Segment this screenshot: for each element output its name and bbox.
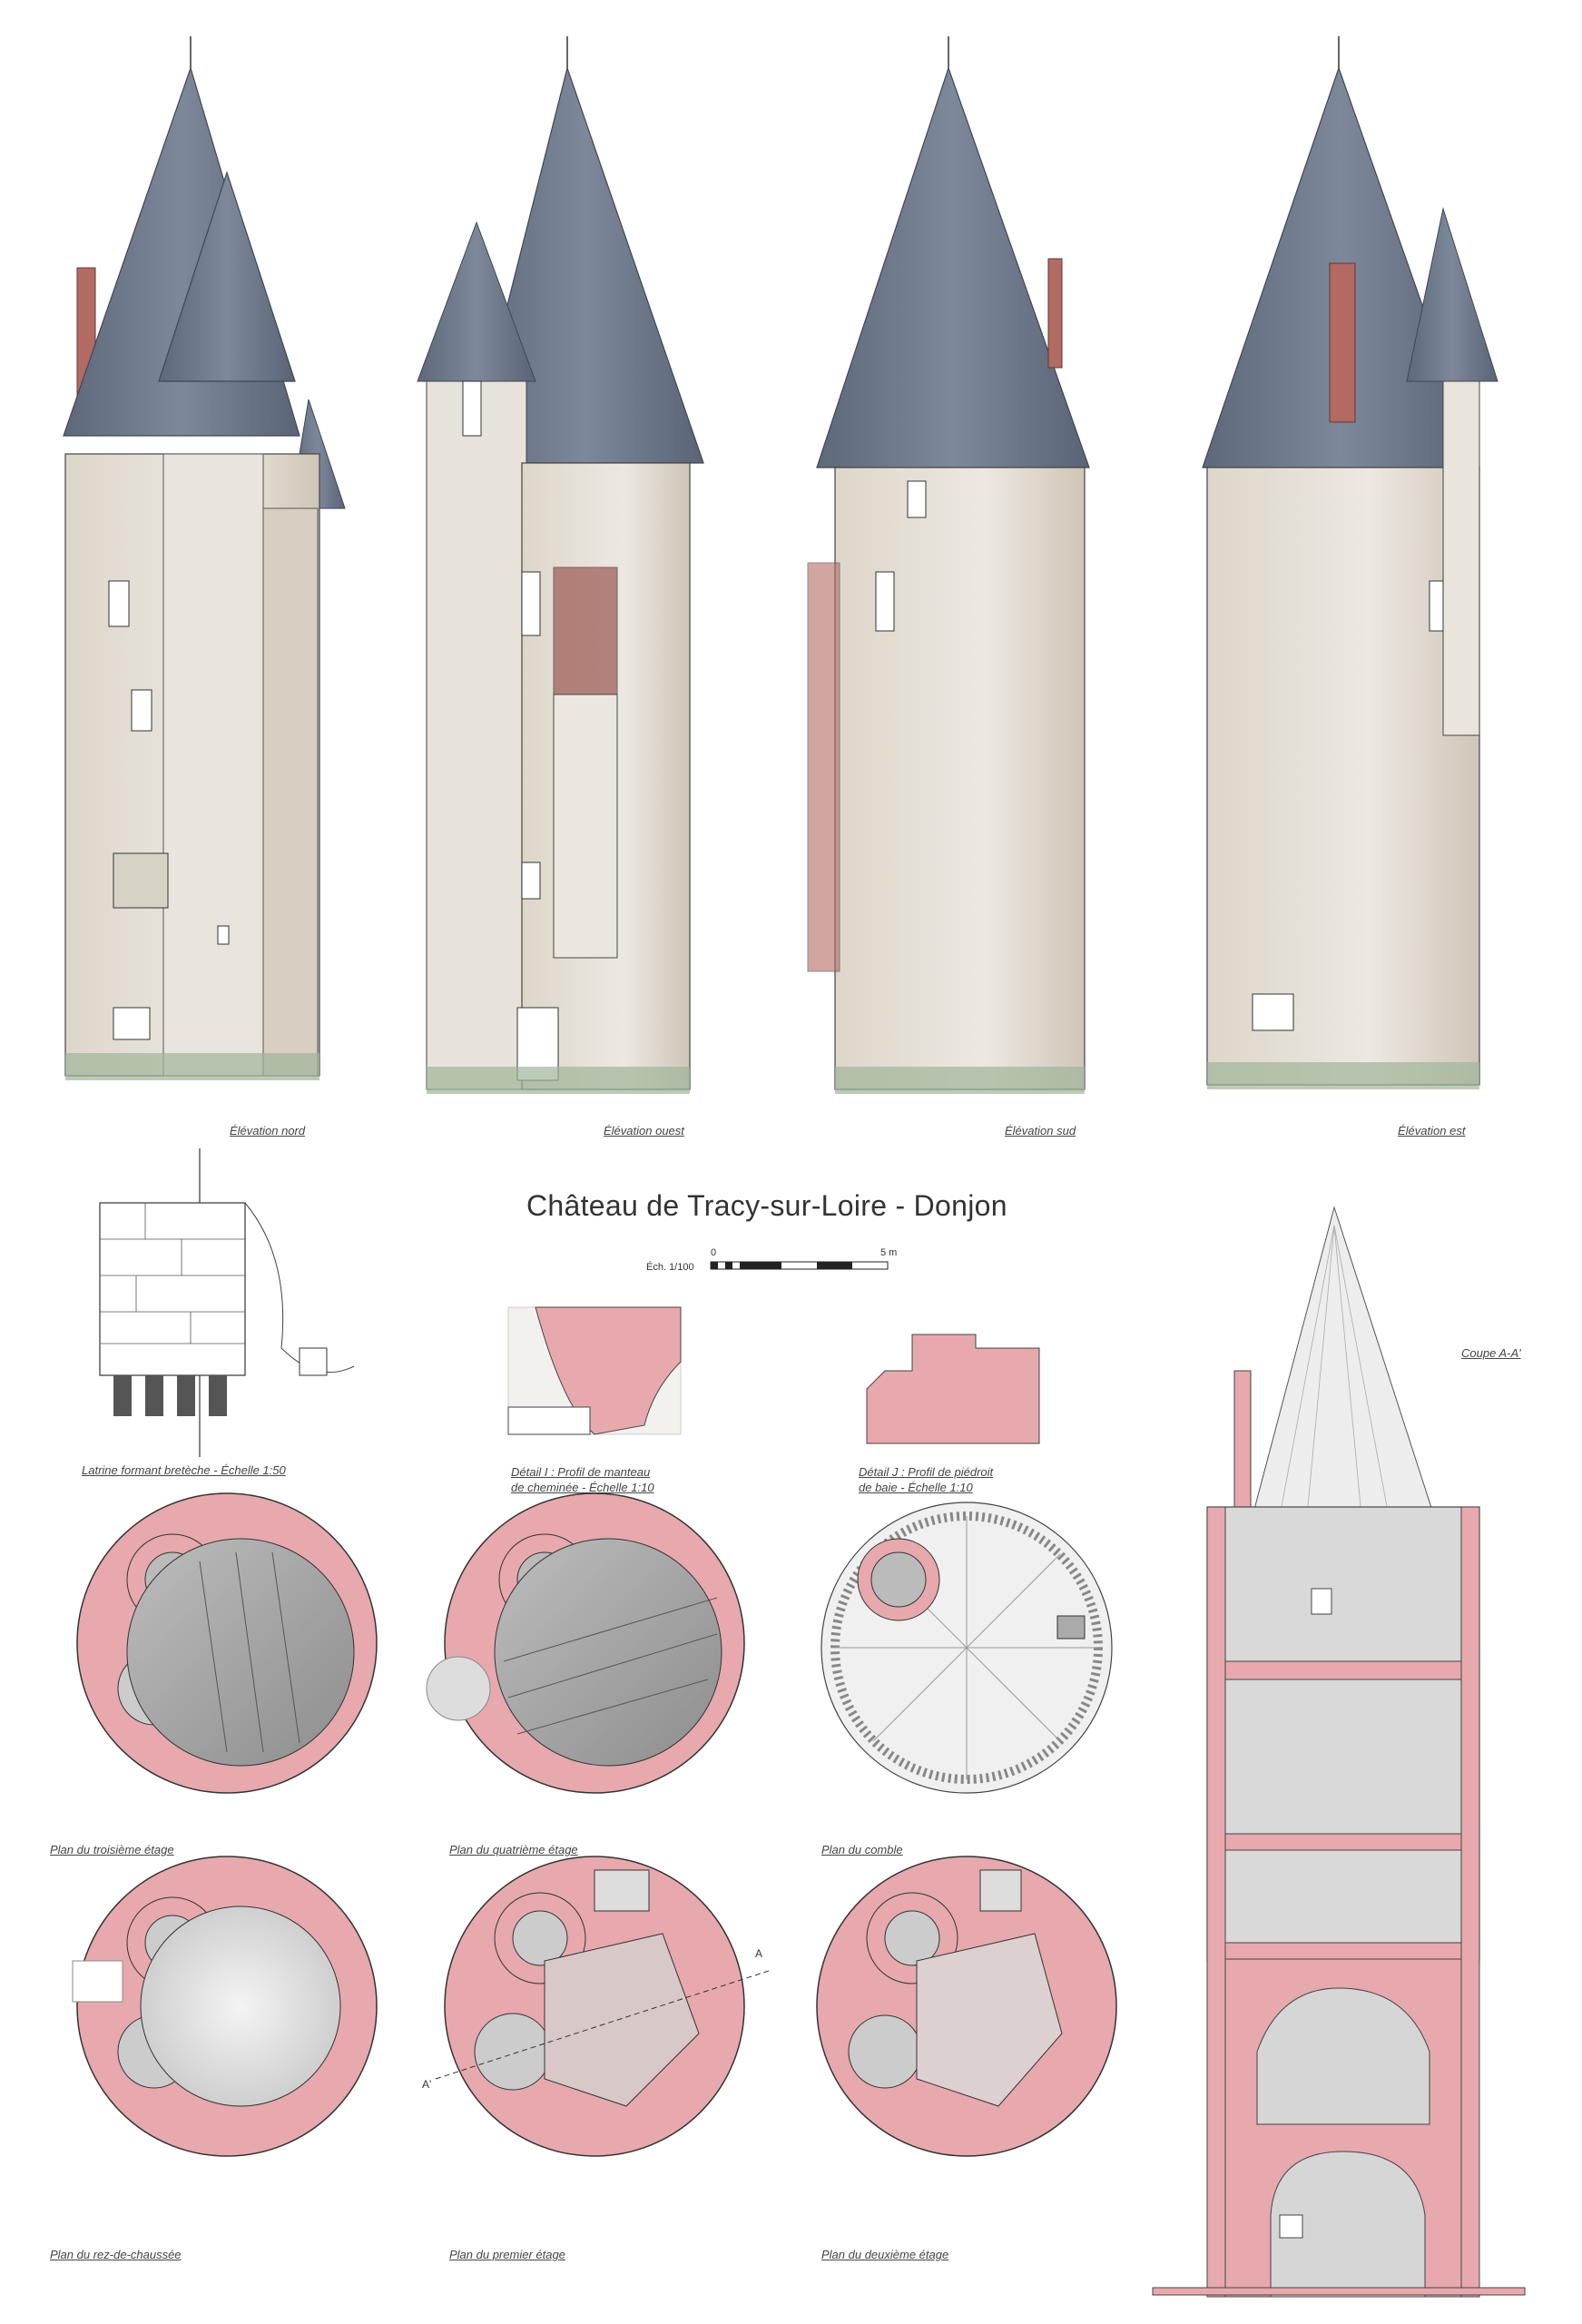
scale-end: 5 m xyxy=(880,1247,898,1258)
plan-quatrieme-etage xyxy=(426,1492,745,1794)
detail-i-profile xyxy=(507,1306,682,1435)
caption-detail-i-line1: Détail I : Profil de manteau xyxy=(511,1465,651,1479)
scale-ratio: Éch. 1/100 xyxy=(646,1262,694,1273)
caption-elevation-sud: Élévation sud xyxy=(1005,1124,1076,1137)
tower-west xyxy=(417,36,704,1094)
section-a-a-drawing xyxy=(1152,1206,1526,2298)
tower-south xyxy=(807,36,1090,1094)
caption-plan-premier: Plan du premier étage xyxy=(449,2248,565,2261)
caption-detail-j-line1: Détail J : Profil de piédroit xyxy=(859,1465,994,1479)
plan-comble xyxy=(820,1502,1113,1794)
tower-north xyxy=(63,36,346,1080)
plan-rez-de-chaussee xyxy=(72,1856,378,2157)
caption-detail-j: Détail J : Profil de piédroit de baie - … xyxy=(859,1464,993,1495)
latrine-detail-drawing xyxy=(99,1148,355,1457)
caption-plan-deuxieme: Plan du deuxième étage xyxy=(821,2248,949,2261)
caption-elevation-est: Élévation est xyxy=(1398,1124,1466,1137)
section-marker-a-prime: A' xyxy=(422,2078,431,2091)
scale-bar-graphic xyxy=(710,1261,889,1270)
caption-plan-troisieme: Plan du troisième étage xyxy=(50,1843,174,1856)
caption-elevation-ouest: Élévation ouest xyxy=(604,1124,684,1137)
caption-plan-quatrieme: Plan du quatrième étage xyxy=(449,1843,578,1856)
caption-detail-i-line2: de cheminée - Échelle 1:10 xyxy=(511,1481,654,1494)
caption-latrine: Latrine formant bretèche - Échelle 1:50 xyxy=(82,1463,286,1477)
caption-elevation-nord: Élévation nord xyxy=(230,1124,306,1137)
plan-troisieme-etage xyxy=(76,1492,378,1794)
plan-deuxieme-etage xyxy=(816,1856,1117,2157)
caption-plan-rdc: Plan du rez-de-chaussée xyxy=(50,2248,182,2261)
caption-coupe: Coupe A-A' xyxy=(1461,1346,1521,1360)
scale-start: 0 xyxy=(711,1247,717,1258)
caption-detail-j-line2: de baie - Échelle 1:10 xyxy=(859,1481,973,1494)
tower-east xyxy=(1202,36,1498,1089)
detail-j-profile xyxy=(866,1334,1040,1444)
section-marker-a: A xyxy=(755,1947,762,1960)
sheet-title: Château de Tracy-sur-Loire - Donjon xyxy=(526,1189,1007,1222)
caption-detail-i: Détail I : Profil de manteau de cheminée… xyxy=(511,1464,654,1495)
plan-premier-etage xyxy=(435,1856,772,2157)
elevation-nord-drawing xyxy=(63,36,1498,1094)
caption-plan-comble: Plan du comble xyxy=(821,1843,903,1856)
